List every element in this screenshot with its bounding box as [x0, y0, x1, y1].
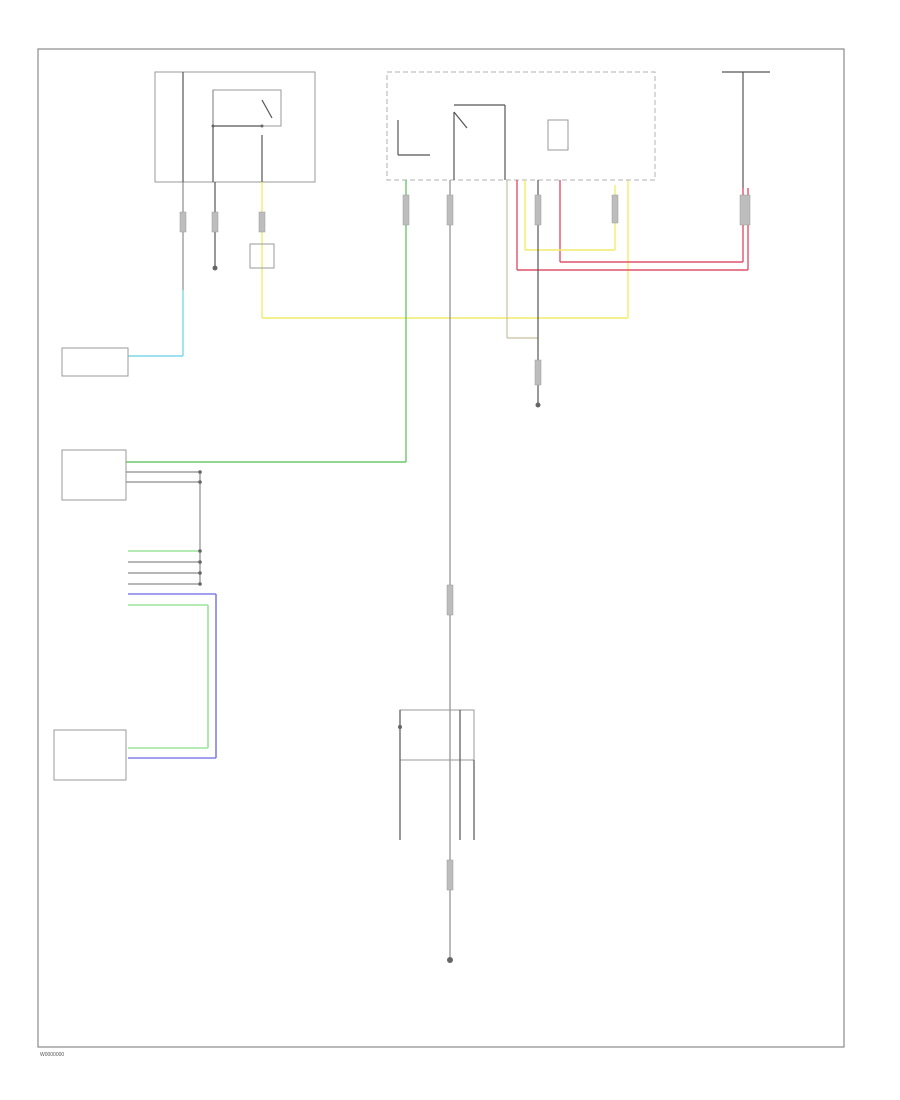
- bottom-component: [398, 709, 475, 840]
- red-wires: [516, 180, 749, 271]
- fuse-box-wires: [128, 180, 629, 357]
- module-engine-control: [61, 449, 127, 501]
- connector-c9: [534, 359, 542, 386]
- inline-fuse-block: [249, 243, 275, 269]
- connector-c4: [402, 194, 410, 226]
- connector-c11: [739, 194, 751, 226]
- module-bottom-left: [53, 729, 127, 781]
- connector-c7: [446, 859, 454, 891]
- connector-c6: [446, 584, 454, 616]
- right-fuse-box: [722, 71, 770, 188]
- ground-point-a: [212, 265, 218, 271]
- connector-c3: [258, 211, 266, 233]
- connector-c2: [211, 211, 219, 233]
- connector-c8: [534, 194, 542, 226]
- blue-green-loop: [128, 593, 217, 759]
- ground-point-c: [535, 402, 541, 408]
- ground-point-b: [447, 957, 453, 963]
- connector-c10: [611, 194, 619, 224]
- fuse-relay-box: [154, 71, 316, 183]
- switch-box: [386, 71, 656, 181]
- module-a: [61, 347, 129, 377]
- connector-c5: [446, 194, 454, 226]
- ecm-pin-wires: [126, 461, 201, 585]
- module-pin-wires: [128, 470, 202, 586]
- connector-c1: [179, 211, 187, 233]
- footer-code: W0000000: [40, 1052, 64, 1058]
- diagram-frame: [37, 48, 845, 1048]
